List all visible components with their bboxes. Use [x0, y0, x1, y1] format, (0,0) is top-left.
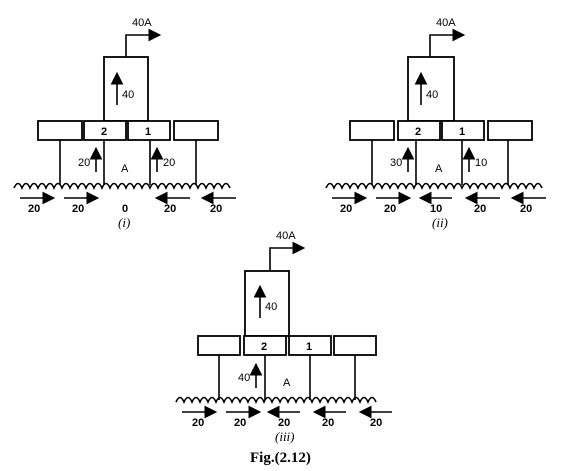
right-up-label: 20: [163, 157, 175, 169]
output-lead: [125, 28, 162, 57]
bottom-label: 20: [474, 203, 486, 215]
left-up-label: 20: [78, 157, 90, 169]
diagram-caption: (ii): [432, 215, 448, 230]
bottom-label: 20: [164, 203, 176, 215]
outer-box-right: [333, 335, 377, 356]
brush-label-1: 1: [459, 126, 465, 138]
outer-box-right: [487, 120, 533, 141]
figure-caption: Fig.(2.12): [250, 450, 311, 466]
brush-box-1: [441, 120, 485, 141]
brush-label-2: 2: [101, 126, 107, 138]
winding-coil: [175, 396, 377, 404]
bottom-label: 20: [520, 203, 532, 215]
winding-coil: [13, 182, 231, 190]
main-box: [103, 56, 149, 122]
brush-label-1: 1: [145, 126, 151, 138]
center-label: 10: [430, 203, 442, 215]
right-up-label: 10: [475, 157, 487, 169]
brush-label-2: 2: [415, 126, 421, 138]
main-box: [244, 270, 290, 337]
output-current-label: 40A: [276, 230, 296, 242]
left-up-label: 40: [238, 372, 250, 384]
diagram-iii: 40A 40 2 1 40 A 20 20 20 20 20 (iii): [175, 230, 392, 444]
output-lead: [429, 28, 466, 57]
point-label-A: A: [283, 377, 291, 389]
brush-label-1: 1: [306, 341, 312, 353]
bottom-label: 20: [192, 417, 204, 429]
bottom-label: 20: [278, 417, 290, 429]
point-label-A: A: [435, 163, 443, 175]
outer-box-right: [173, 120, 219, 141]
diagram-ii: 40A 40 2 1 30 10 A 20 20 10 20 20 (ii): [325, 17, 546, 230]
center-label: 0: [122, 203, 128, 215]
main-box-label: 40: [426, 89, 438, 101]
output-current-label: 40A: [132, 17, 152, 29]
diagram-i: 40A 40 2 1 20 20 A 20 20 0 20 20 (i): [13, 17, 236, 230]
bottom-label: 20: [28, 203, 40, 215]
brush-box-2: [397, 120, 441, 141]
winding-coil: [325, 182, 543, 190]
left-up-label: 30: [390, 157, 402, 169]
outer-box-left: [197, 335, 241, 356]
diagram-caption: (iii): [275, 429, 295, 444]
brush-label-2: 2: [261, 341, 267, 353]
output-lead: [269, 241, 306, 271]
bottom-label: 20: [384, 203, 396, 215]
outer-box-left: [37, 120, 83, 141]
brush-box-2: [83, 120, 127, 141]
bottom-label: 20: [322, 417, 334, 429]
main-box: [407, 56, 455, 122]
bottom-label: 20: [340, 203, 352, 215]
brush-box-1: [127, 120, 171, 141]
outer-box-left: [349, 120, 395, 141]
point-label-A: A: [121, 163, 129, 175]
bottom-label: 20: [234, 417, 246, 429]
bottom-label: 20: [370, 417, 382, 429]
bottom-label: 20: [72, 203, 84, 215]
diagram-caption: (i): [118, 215, 130, 230]
bottom-label: 20: [210, 203, 222, 215]
main-box-label: 40: [122, 89, 134, 101]
main-box-label: 40: [265, 301, 277, 313]
output-current-label: 40A: [436, 17, 456, 29]
